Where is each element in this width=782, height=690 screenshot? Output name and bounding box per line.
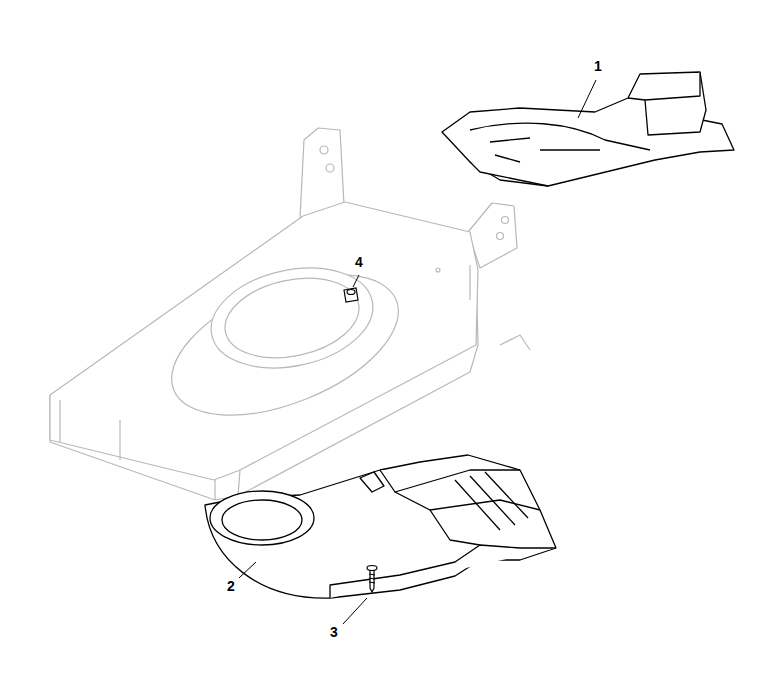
screw <box>367 566 377 593</box>
leader-line <box>239 80 596 624</box>
clip <box>344 288 358 302</box>
mulching-plug <box>205 455 556 598</box>
grass-deflector <box>442 72 734 186</box>
callout-number: 2 <box>225 578 237 594</box>
cutting-deck <box>50 128 530 500</box>
callout-number: 1 <box>592 58 604 74</box>
callout-number: 4 <box>353 254 365 270</box>
callout-number: 3 <box>328 624 340 640</box>
